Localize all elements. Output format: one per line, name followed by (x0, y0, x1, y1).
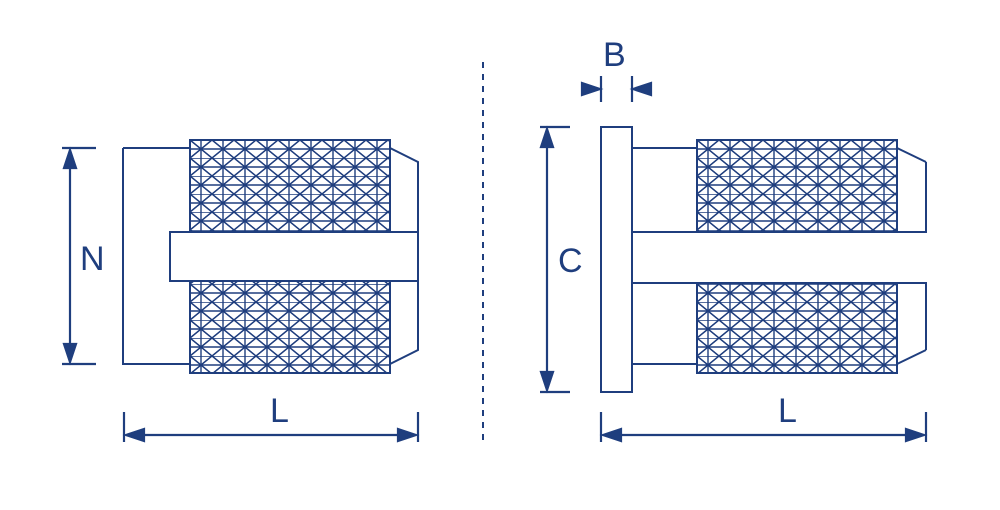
dimension-b (580, 76, 653, 102)
label-b: B (603, 36, 626, 74)
dimension-c (539, 125, 570, 394)
right-flange (600, 126, 633, 393)
label-l-left: L (270, 392, 289, 430)
left-knurl-lower (189, 280, 391, 374)
left-slot (169, 231, 419, 282)
dimension-l-left (122, 412, 420, 443)
left-chamfer-upper (389, 147, 419, 232)
right-knurl-upper (696, 139, 898, 233)
right-knurl-lower (696, 282, 898, 374)
label-c: C (558, 242, 583, 280)
label-l-right: L (778, 392, 797, 430)
left-knurl-upper (189, 139, 391, 233)
dimension-n (62, 146, 96, 366)
left-view (62, 139, 420, 443)
left-chamfer-lower (389, 281, 419, 365)
label-n: N (80, 240, 105, 278)
left-body-outline (122, 147, 190, 365)
right-view (539, 76, 928, 443)
dimension-l-right (599, 412, 928, 443)
